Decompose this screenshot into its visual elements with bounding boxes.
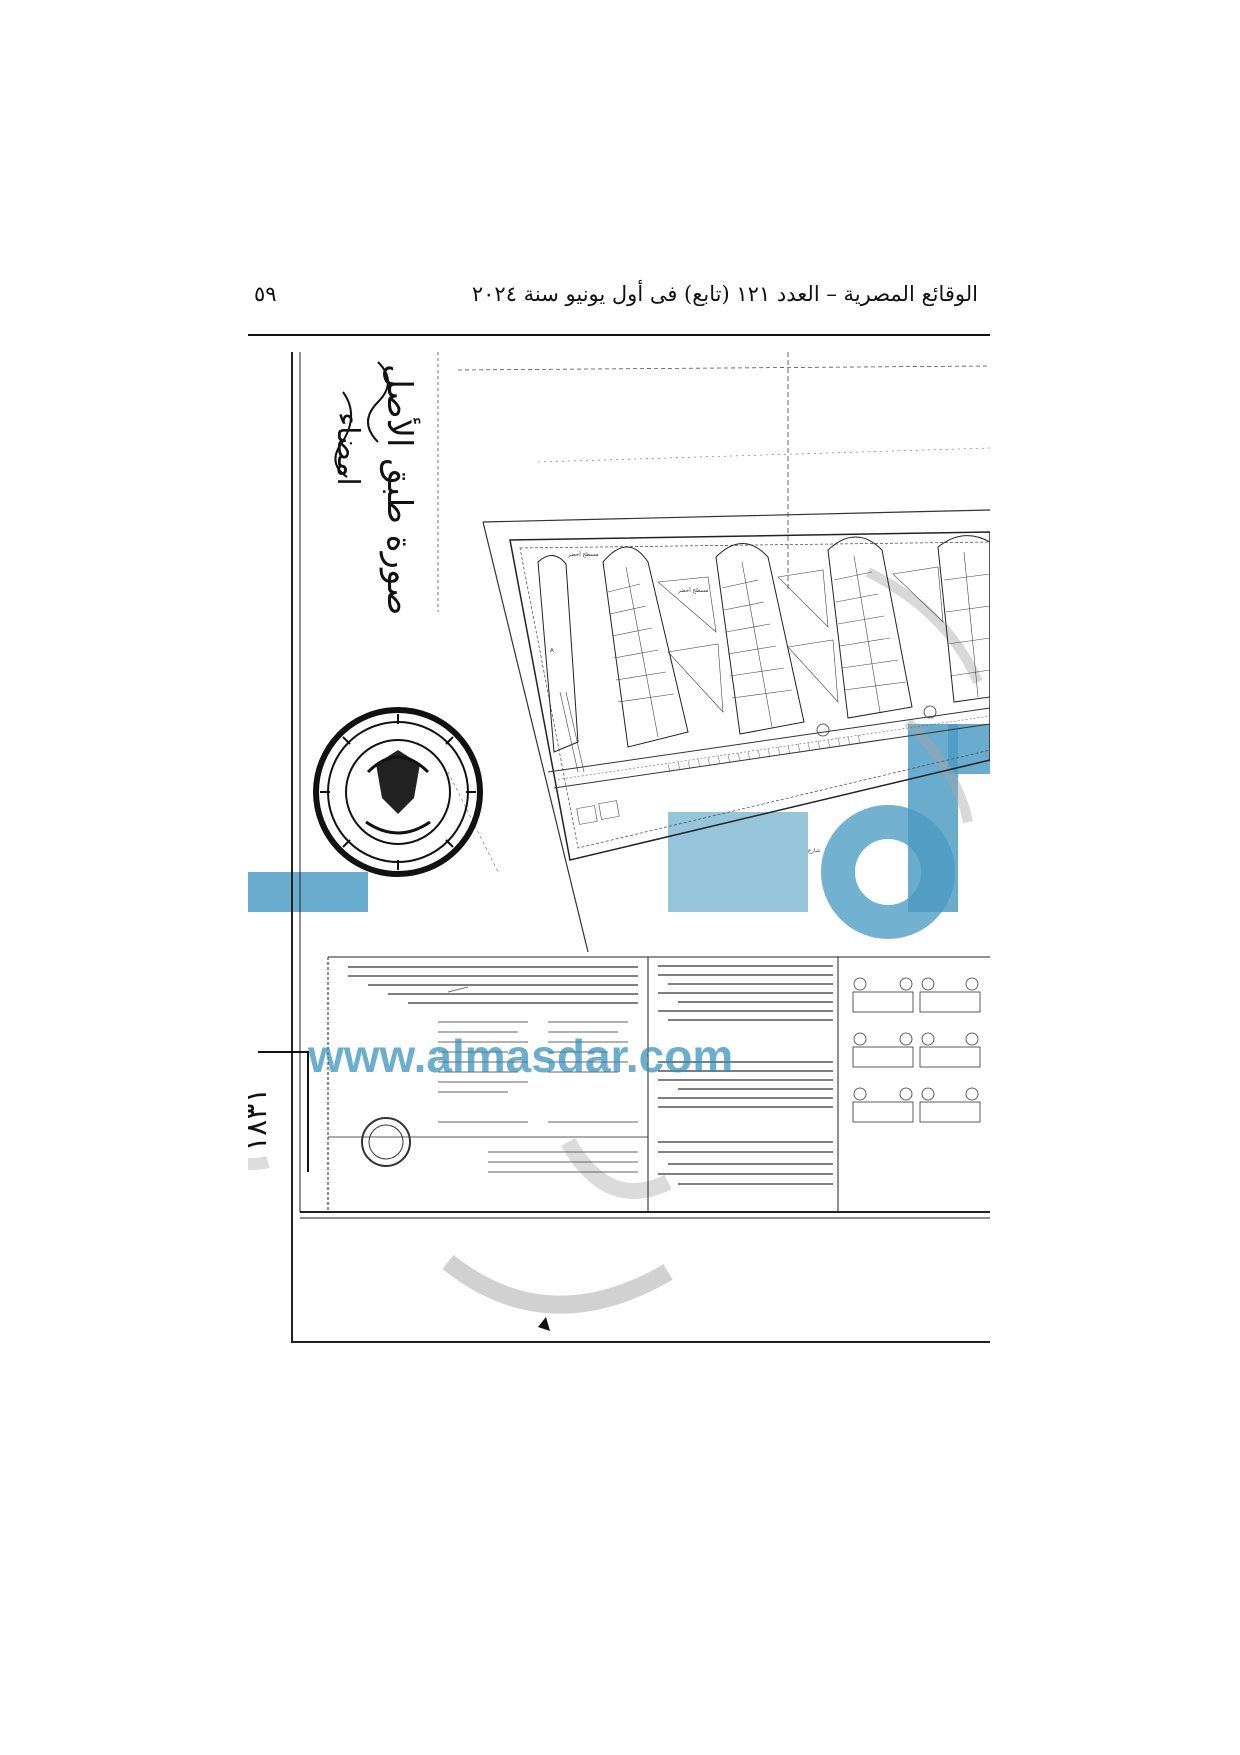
handwritten-signature: صورة طبق الأصل امضاء [330,361,421,615]
svg-text:A: A [550,648,554,654]
signature-line-1: صورة طبق الأصل [379,364,421,615]
notes-table [327,956,990,1212]
svg-text:مسطح أخضر: مسطح أخضر [567,550,598,558]
watermark-logo [248,567,990,1199]
watermark-url: www.almasdar.com [307,1030,733,1082]
svg-text:شارع: شارع [808,848,821,854]
page-number: ٥٩ [254,282,277,306]
site-layout: A [509,531,990,861]
signature-line-2: امضاء [330,412,365,486]
scanned-site-plan: A [248,352,990,1344]
official-seal-stamp [313,707,483,877]
svg-text:مسطح أخضر: مسطح أخضر [677,586,708,594]
sheet-number-handwritten: ١٨٣١ [248,1051,309,1172]
sheet-number: ١٨٣١ [248,1088,274,1152]
site-plan-drawing: A [248,352,990,1344]
page-header-title: الوقائع المصرية – العدد ١٢١ (تابع) فى أو… [471,282,978,306]
header-rule [248,334,990,336]
page-header: الوقائع المصرية – العدد ١٢١ (تابع) فى أو… [248,282,990,322]
